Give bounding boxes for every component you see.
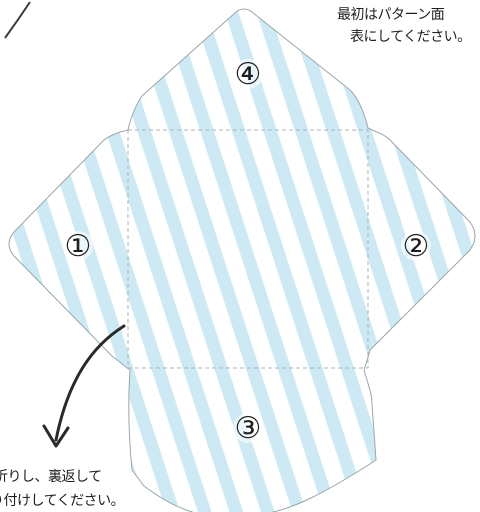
instruction-top-line-2: 表にしてください。 <box>350 29 471 45</box>
flap-label-top: ④ <box>235 57 262 92</box>
corner-curve-line <box>4 1 31 39</box>
arrow-head <box>42 424 70 448</box>
flap-label-left: ① <box>65 229 92 264</box>
flap-label-bottom: ③ <box>235 411 262 446</box>
fold-guide-rectangle <box>127 129 369 369</box>
arrow-shaft <box>54 324 126 442</box>
instruction-bottom-line-1: 折りし、裏返して <box>0 469 102 485</box>
flap-label-right: ② <box>403 229 430 264</box>
instruction-top-line-1: 最初はパターン面 <box>337 7 445 23</box>
flap-number-left-circle <box>63 231 93 261</box>
flap-number-bottom-circle <box>233 413 263 443</box>
flap-number-top-circle <box>233 59 263 89</box>
flap-number-top: ④ <box>233 57 263 92</box>
flap-number-right: ② <box>401 229 431 264</box>
instruction-bottom-line-2: り付けしてください。 <box>0 493 125 509</box>
envelope-outline <box>8 8 476 512</box>
flap-number-bottom: ③ <box>233 411 263 446</box>
curved-arrow-icon <box>42 324 126 448</box>
flap-number-right-circle <box>401 231 431 261</box>
flap-number-left: ① <box>63 229 93 264</box>
